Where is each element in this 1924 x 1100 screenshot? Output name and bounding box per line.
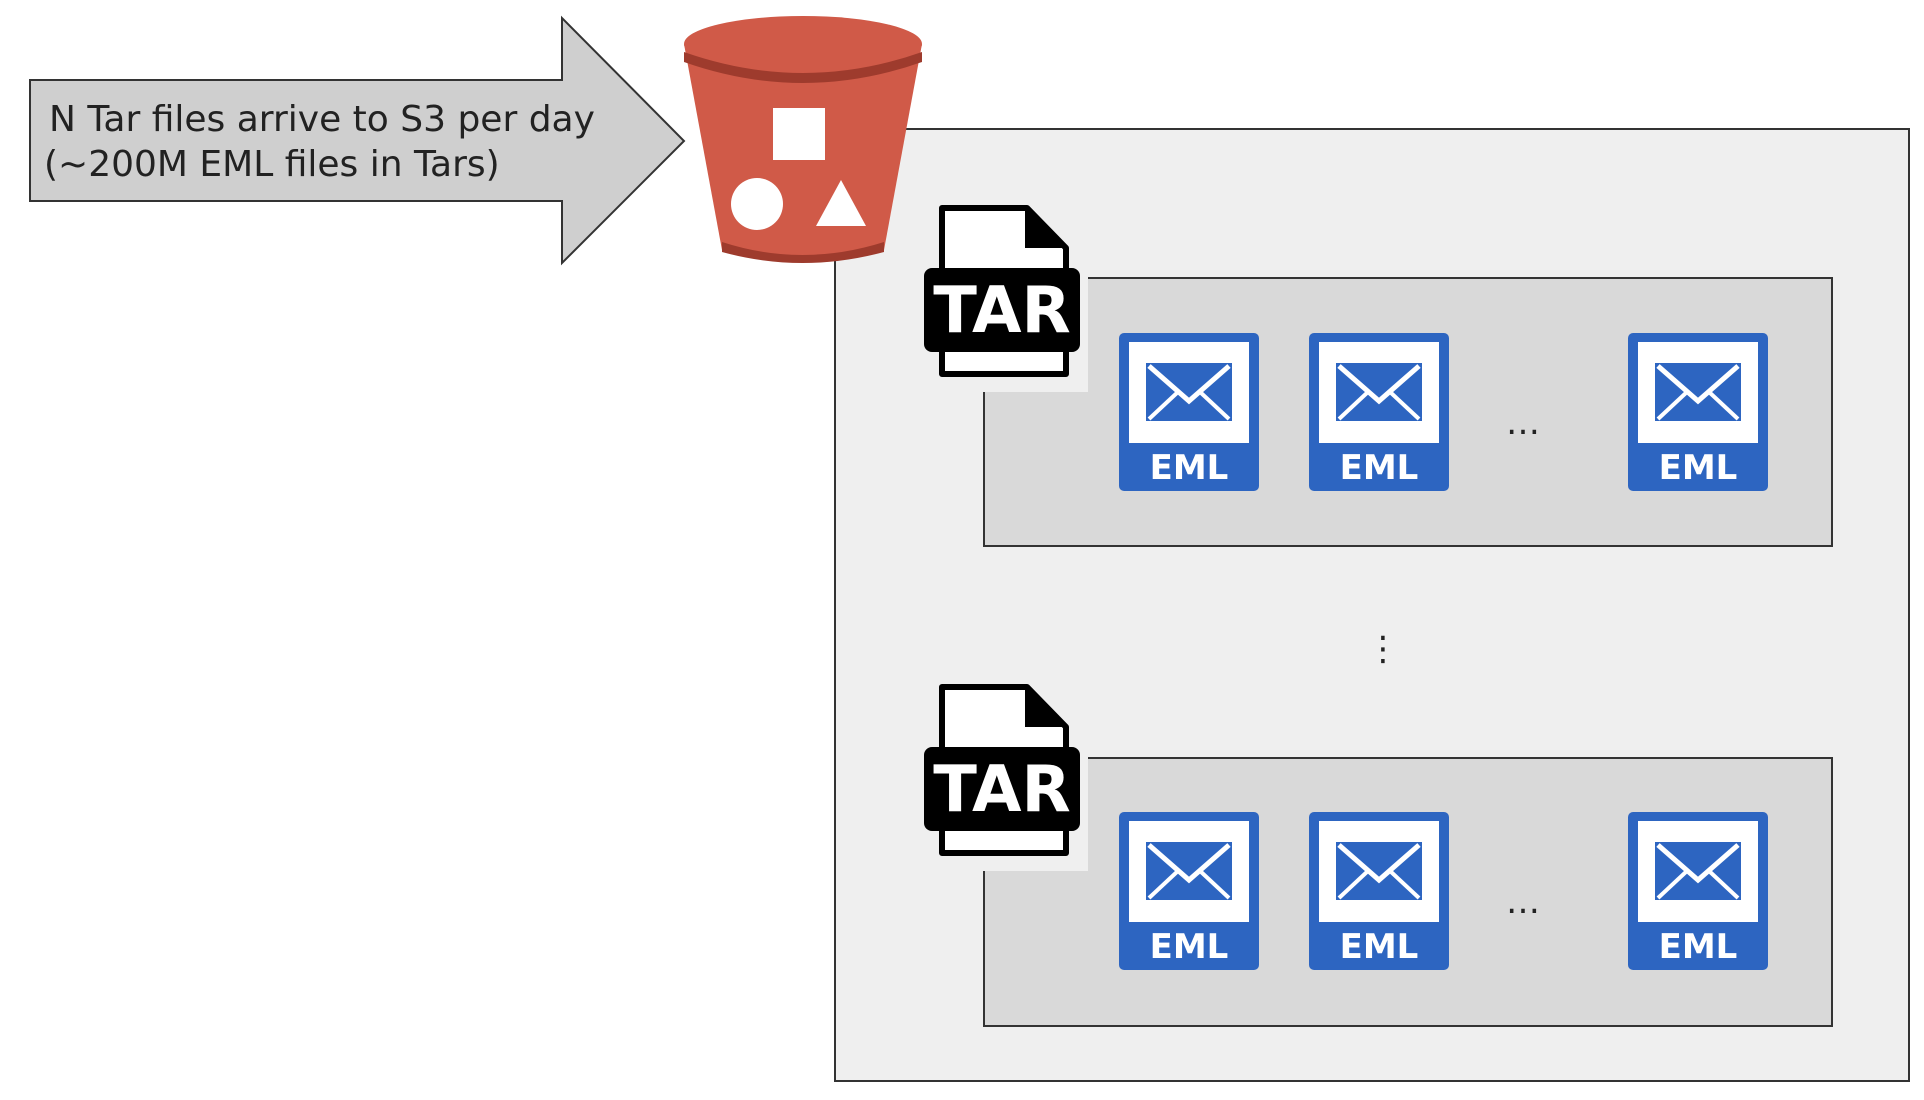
eml-label: EML [1340,927,1419,967]
tar-file-icon-1: TAR [920,198,1088,392]
tar-file-icon-2: TAR [920,677,1088,871]
tar-label-1: TAR [933,274,1071,348]
eml-label: EML [1150,927,1229,967]
row-ellipsis-2: … [1506,882,1540,922]
eml-label: EML [1659,927,1738,967]
arrival-arrow: N Tar files arrive to S3 per day (~200M … [29,15,686,266]
vertical-ellipsis: ⋮ [1366,629,1400,669]
eml-file-icon: EML [1119,812,1259,970]
eml-file-icon: EML [1119,333,1259,491]
eml-label: EML [1659,448,1738,488]
eml-file-icon: EML [1628,333,1768,491]
eml-label: EML [1340,448,1419,488]
row-ellipsis-1: … [1506,403,1540,443]
eml-file-icon: EML [1309,333,1449,491]
eml-file-icon: EML [1628,812,1768,970]
arrow-label-line2: (~200M EML files in Tars) [44,144,500,185]
s3-bucket-icon [684,16,922,263]
tar-label-2: TAR [933,753,1071,827]
arrow-label-line1: N Tar files arrive to S3 per day [49,99,595,140]
eml-label: EML [1150,448,1229,488]
eml-file-icon: EML [1309,812,1449,970]
